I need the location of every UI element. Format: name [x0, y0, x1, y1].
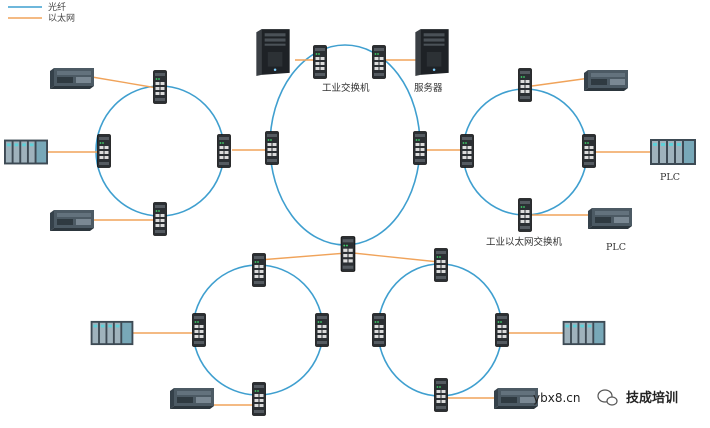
switch-icon	[265, 131, 279, 165]
switch-icon	[192, 313, 206, 347]
fiber-ring-right	[462, 88, 588, 216]
fiber-ring-center	[269, 44, 421, 246]
fiber-ring-bottom-right	[377, 263, 503, 397]
switch-icon	[413, 131, 427, 165]
legend: 光纤 以太网	[8, 1, 75, 24]
compact-plc-icon	[494, 388, 538, 409]
chat-bubble-icon	[597, 389, 618, 406]
core-switch-icon	[372, 45, 386, 79]
compact-plc-icon	[584, 70, 628, 91]
fiber-rings	[95, 44, 588, 397]
server-tower-icon	[256, 29, 290, 76]
switch-icon	[153, 202, 167, 236]
switch-icon	[518, 68, 532, 102]
switch-icon	[252, 253, 266, 287]
watermark-brand: 技成培训	[626, 390, 678, 406]
switch-icon	[434, 378, 448, 412]
ethernet-link	[352, 252, 440, 263]
switch-icon	[97, 134, 111, 168]
ethernet-link	[91, 76, 158, 89]
watermark: ybx8.cn 技成培训	[533, 389, 678, 406]
switch-icon	[372, 313, 386, 347]
server-label: 服务器	[414, 82, 443, 94]
rack-plc-icon	[90, 320, 134, 346]
compact-plc-icon	[50, 210, 94, 231]
plc-label: PLC	[606, 242, 626, 253]
switch-icon	[460, 134, 474, 168]
switch-icon	[434, 248, 448, 282]
core-switch-icon	[313, 45, 327, 79]
server-tower-icon	[415, 29, 449, 76]
watermark-site: ybx8.cn	[533, 391, 580, 405]
switch-icon	[217, 134, 231, 168]
ethernet-links	[44, 59, 655, 406]
switches	[97, 45, 596, 416]
fiber-ring-left	[95, 85, 225, 217]
legend-ethernet-label: 以太网	[48, 12, 75, 24]
switch-icon	[153, 70, 167, 104]
compact-plc-icon	[588, 208, 632, 229]
compact-plc-icon	[170, 388, 214, 409]
legend-fiber-label: 光纤	[48, 1, 66, 13]
plc-label: PLC	[660, 172, 680, 183]
core-switch-label: 工业交换机	[322, 82, 370, 94]
rack-plc-icon	[650, 139, 696, 165]
switch-icon	[582, 134, 596, 168]
rack-plc-icon	[4, 139, 48, 165]
ring-switch-label: 工业以太网交换机	[486, 236, 563, 248]
switch-icon	[315, 313, 329, 347]
ethernet-link	[531, 77, 591, 87]
switch-icon	[495, 313, 509, 347]
compact-plc-icon	[50, 68, 94, 89]
core-ring-switch-icon	[340, 236, 356, 272]
switch-icon	[518, 198, 532, 232]
switch-icon	[252, 382, 266, 416]
ethernet-link	[258, 252, 348, 261]
rack-plc-icon	[562, 320, 606, 346]
